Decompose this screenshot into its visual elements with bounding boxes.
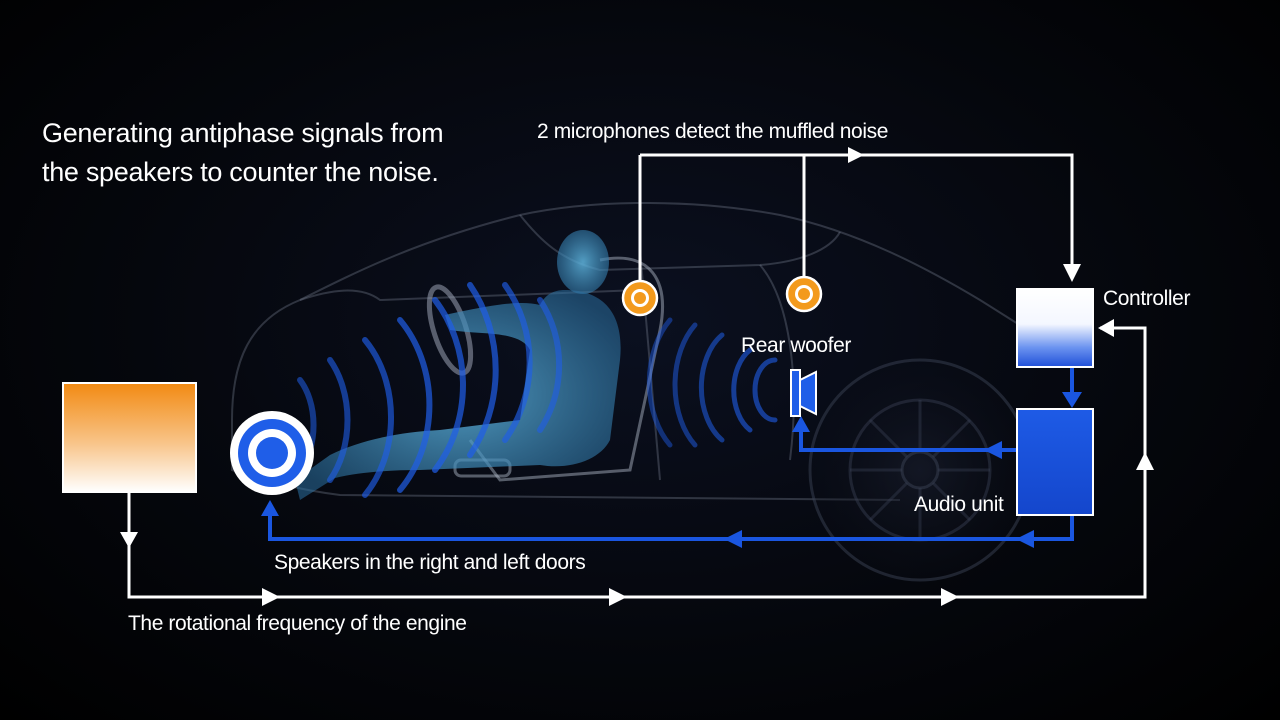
engine-box	[62, 382, 197, 493]
engine-frequency-label: The rotational frequency of the engine	[128, 612, 467, 635]
audio-to-woofer-arrow-left	[984, 441, 1002, 459]
door-speakers-label: Speakers in the right and left doors	[274, 551, 586, 574]
controller-box	[1016, 288, 1094, 368]
engine-arrow-right-2	[609, 588, 627, 606]
rear-woofer-label: Rear woofer	[741, 334, 851, 357]
audio-unit-label: Audio unit	[914, 493, 1004, 516]
audio-to-speaker-arrow-3	[261, 500, 279, 516]
woofer-icon	[790, 369, 817, 417]
mic-arrow-right	[848, 147, 864, 163]
engine-arrow-right-3	[941, 588, 959, 606]
driver-silhouette	[295, 230, 621, 500]
engine-arrow-left	[1098, 319, 1114, 337]
rear-wheel	[808, 358, 1032, 582]
audio-to-woofer-arrow-up	[792, 416, 810, 432]
engine-arrow-up	[1136, 452, 1154, 470]
audio-to-speaker-arrow-1	[1016, 530, 1034, 548]
controller-label: Controller	[1103, 287, 1191, 310]
diagram-title: Generating antiphase signals from the sp…	[42, 114, 482, 192]
microphones-label: 2 microphones detect the muffled noise	[537, 120, 888, 143]
controller-to-audio-arrow	[1062, 392, 1082, 408]
title-line-1: Generating antiphase signals from	[42, 118, 444, 148]
microphone-signal-lines	[638, 153, 1074, 281]
audio-to-speaker-arrow-2	[724, 530, 742, 548]
speaker-icon	[230, 411, 314, 495]
audio-unit-box	[1016, 408, 1094, 516]
mic-arrow-down	[1063, 264, 1081, 282]
engine-arrow-down	[120, 532, 138, 548]
engine-signal-lines	[127, 326, 1147, 599]
microphone-icon	[621, 279, 659, 317]
title-line-2: the speakers to counter the noise.	[42, 157, 439, 187]
engine-arrow-right-1	[262, 588, 280, 606]
microphone-icon	[785, 275, 823, 313]
sound-waves	[297, 282, 778, 498]
